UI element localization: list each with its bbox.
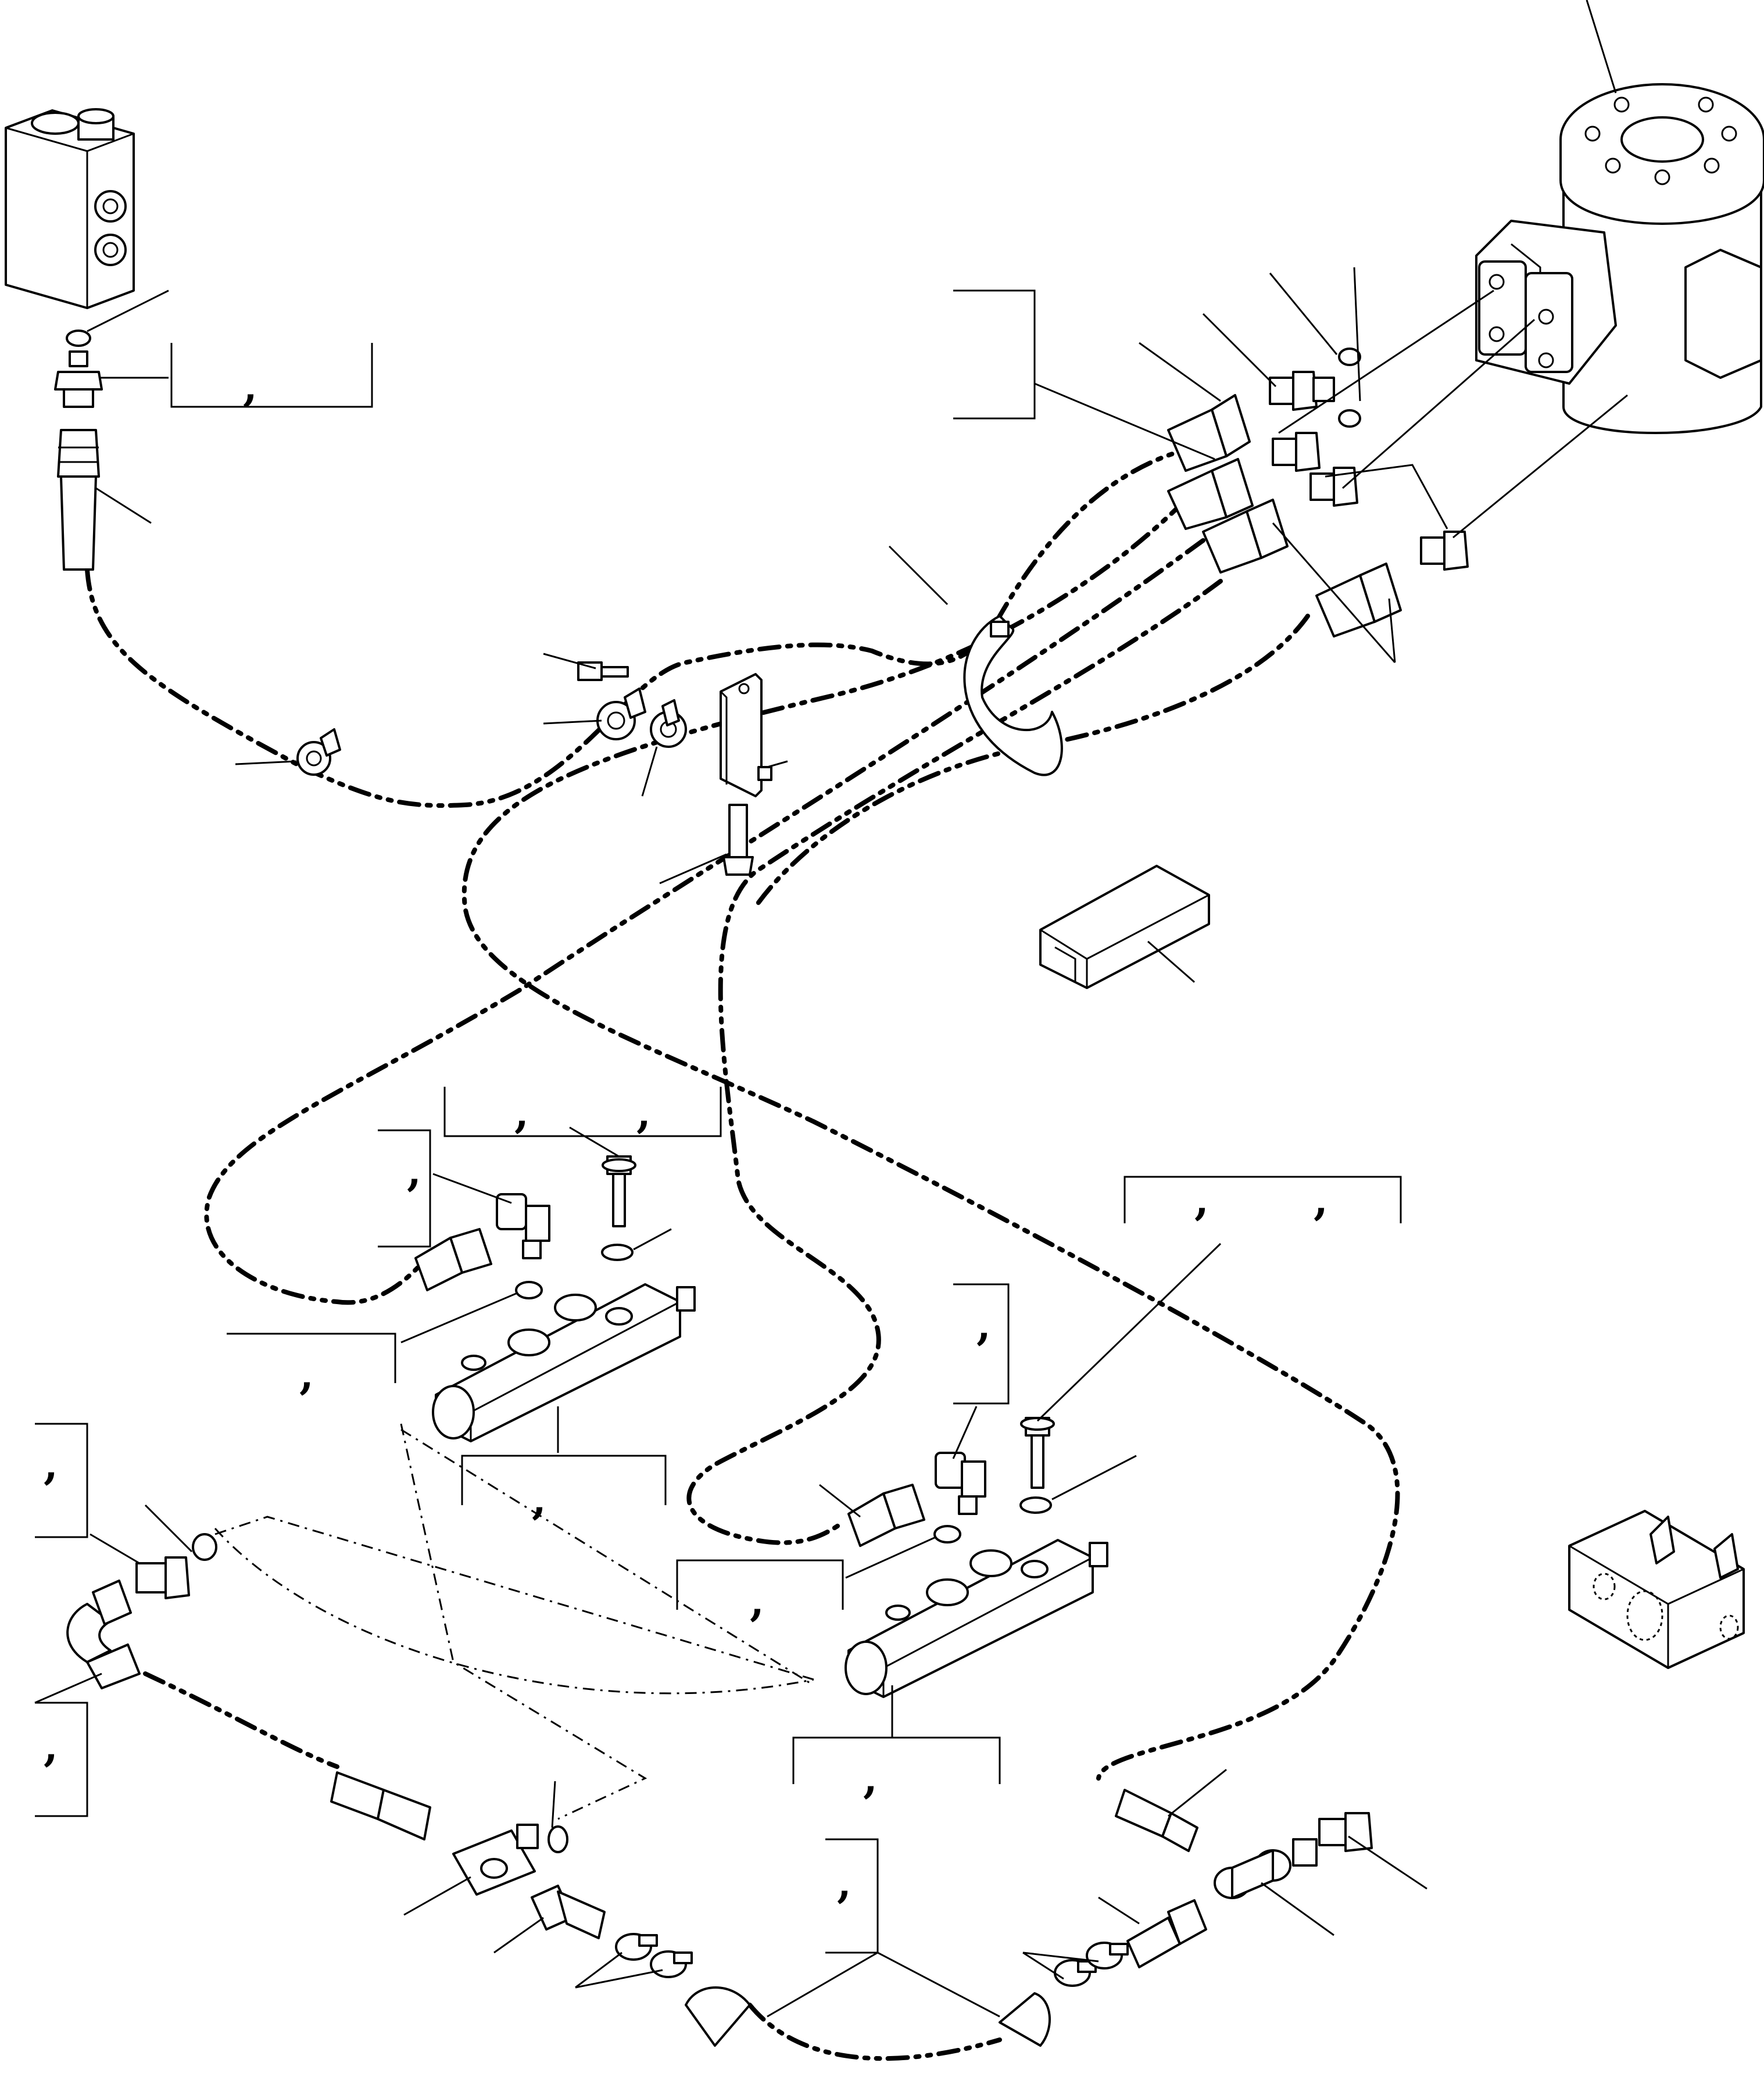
bracket-seal-adapter — [170, 343, 373, 408]
cable-tie — [963, 615, 1063, 776]
adapter-lower-left — [135, 1556, 190, 1599]
hose-route-left-loop — [204, 538, 1205, 1305]
bracket-hose-bottom — [825, 1838, 879, 1954]
hose-clamp-lower-right-2 — [1086, 1942, 1129, 1969]
hose-end-steering-4 — [1315, 563, 1402, 638]
hose-clamp-lower-right-1 — [1054, 1959, 1097, 1987]
hose-end-lower-right — [1115, 1789, 1198, 1852]
separator-bolt-upper-2: , — [636, 1088, 651, 1137]
valve-detail-view — [1568, 1510, 1745, 1669]
leader-lines — [34, 0, 1628, 2018]
bracket-bolt-right — [1123, 1176, 1402, 1223]
washer-left-assembly — [601, 1244, 634, 1261]
hose-route-upper-cross — [461, 497, 1400, 1781]
bracket-oring-left — [227, 1333, 396, 1383]
callout-separators: , , , , , , , , , , , , , , — [44, 361, 1328, 1907]
separator-elbow-left: , — [407, 1146, 421, 1195]
separator-block-right: , — [863, 1753, 878, 1803]
oring-steering-1 — [1338, 348, 1361, 366]
bracket-block-left — [461, 1455, 667, 1505]
bolt-left-assembly — [602, 1155, 636, 1227]
hose-end-left-assembly — [414, 1228, 492, 1291]
separator-oring-right: , — [750, 1576, 764, 1625]
bolt-clamp-upper — [577, 661, 629, 681]
bracket-steering-hoses — [953, 289, 1036, 420]
bracket-oring-right — [676, 1559, 844, 1610]
hose-barb-lower-left — [531, 1885, 606, 1939]
pilot-line-2 — [214, 1516, 814, 1681]
hose-end-steering-1 — [1167, 394, 1251, 472]
bracket-block-right — [792, 1736, 1001, 1784]
adapter-steering-4 — [1420, 531, 1469, 571]
hose-end-lower-middle — [330, 1771, 431, 1840]
separator-seal-adapter: , — [243, 361, 257, 411]
hose-route-lower-left — [143, 1671, 339, 1769]
adapter-lower-right — [1318, 1812, 1373, 1852]
bolt-bracket-lower — [722, 804, 754, 876]
tee-fitting-lower — [452, 1824, 539, 1896]
bolt-right-assembly — [1020, 1417, 1055, 1489]
separator-block-left: , — [532, 1474, 546, 1524]
separator-bolt-right-2: , — [1314, 1175, 1328, 1224]
separator-adapter-lower-left: , — [44, 1439, 58, 1489]
bracket-elbow-left — [378, 1129, 431, 1248]
oring-tee-lower — [548, 1825, 568, 1853]
hose-clamp-lower-left-2 — [650, 1950, 693, 1978]
hose-end-top-left — [57, 429, 100, 571]
oring-steering-2 — [1338, 409, 1361, 428]
hose-segment-bottom — [685, 1986, 1051, 2047]
separator-oring-left: , — [299, 1349, 314, 1399]
elbow-fitting-right — [935, 1452, 986, 1515]
hose-end-steering-3 — [1202, 499, 1289, 574]
bracket-bolt-upper — [443, 1087, 722, 1137]
hose-end-right-assembly — [847, 1484, 925, 1547]
hose-route-bottom — [747, 2003, 1002, 2061]
oring-top-left — [66, 330, 91, 347]
bracket-elbow-right — [953, 1283, 1010, 1405]
mounting-bracket — [720, 673, 772, 797]
hose-clamp-middle-1 — [596, 687, 646, 740]
manifold-block-left — [432, 1283, 696, 1442]
oring-lower-left — [192, 1533, 217, 1561]
manifold-block-right — [845, 1539, 1108, 1698]
bracket-hose-lower-left — [35, 1702, 88, 1817]
pilot-line-4 — [400, 1428, 814, 1686]
hose-route-right-loop — [686, 579, 1223, 1545]
adapter-top-left — [54, 350, 103, 408]
separator-bolt-upper-1: , — [514, 1088, 529, 1137]
oring-left-assembly — [515, 1281, 543, 1299]
hose-clamp-middle-2 — [650, 699, 687, 748]
elbow-fitting-left — [496, 1193, 550, 1259]
separator-hose-lower-left: , — [44, 1721, 58, 1771]
separator-hose-bottom: , — [837, 1858, 851, 1907]
channel-protector — [1039, 865, 1210, 989]
oring-right-assembly — [933, 1525, 961, 1544]
callout-brackets — [35, 289, 1402, 1954]
swivel-adapter-lower-right — [1214, 1838, 1318, 1899]
hose-end-steering-2 — [1167, 458, 1254, 530]
pilot-line-3 — [400, 1423, 647, 1820]
adapter-steering-2 — [1272, 432, 1321, 472]
swivel-elbow-hose-end — [66, 1580, 141, 1689]
pilot-lines — [214, 1423, 814, 1820]
adapter-steering-1 — [1269, 371, 1335, 411]
hose-clamp-lower-left-1 — [615, 1933, 658, 1961]
bracket-adapter-lower-left — [35, 1423, 88, 1538]
pilot-line-1 — [214, 1527, 814, 1695]
separator-elbow-right: , — [976, 1300, 991, 1349]
separator-bolt-right-1: , — [1194, 1175, 1209, 1224]
hose-clamp-left — [296, 728, 341, 776]
hose-barb-lower-right — [1126, 1899, 1207, 1968]
washer-right-assembly — [1019, 1496, 1052, 1514]
pilot-valve-block — [5, 108, 135, 309]
steering-unit — [1475, 83, 1764, 434]
